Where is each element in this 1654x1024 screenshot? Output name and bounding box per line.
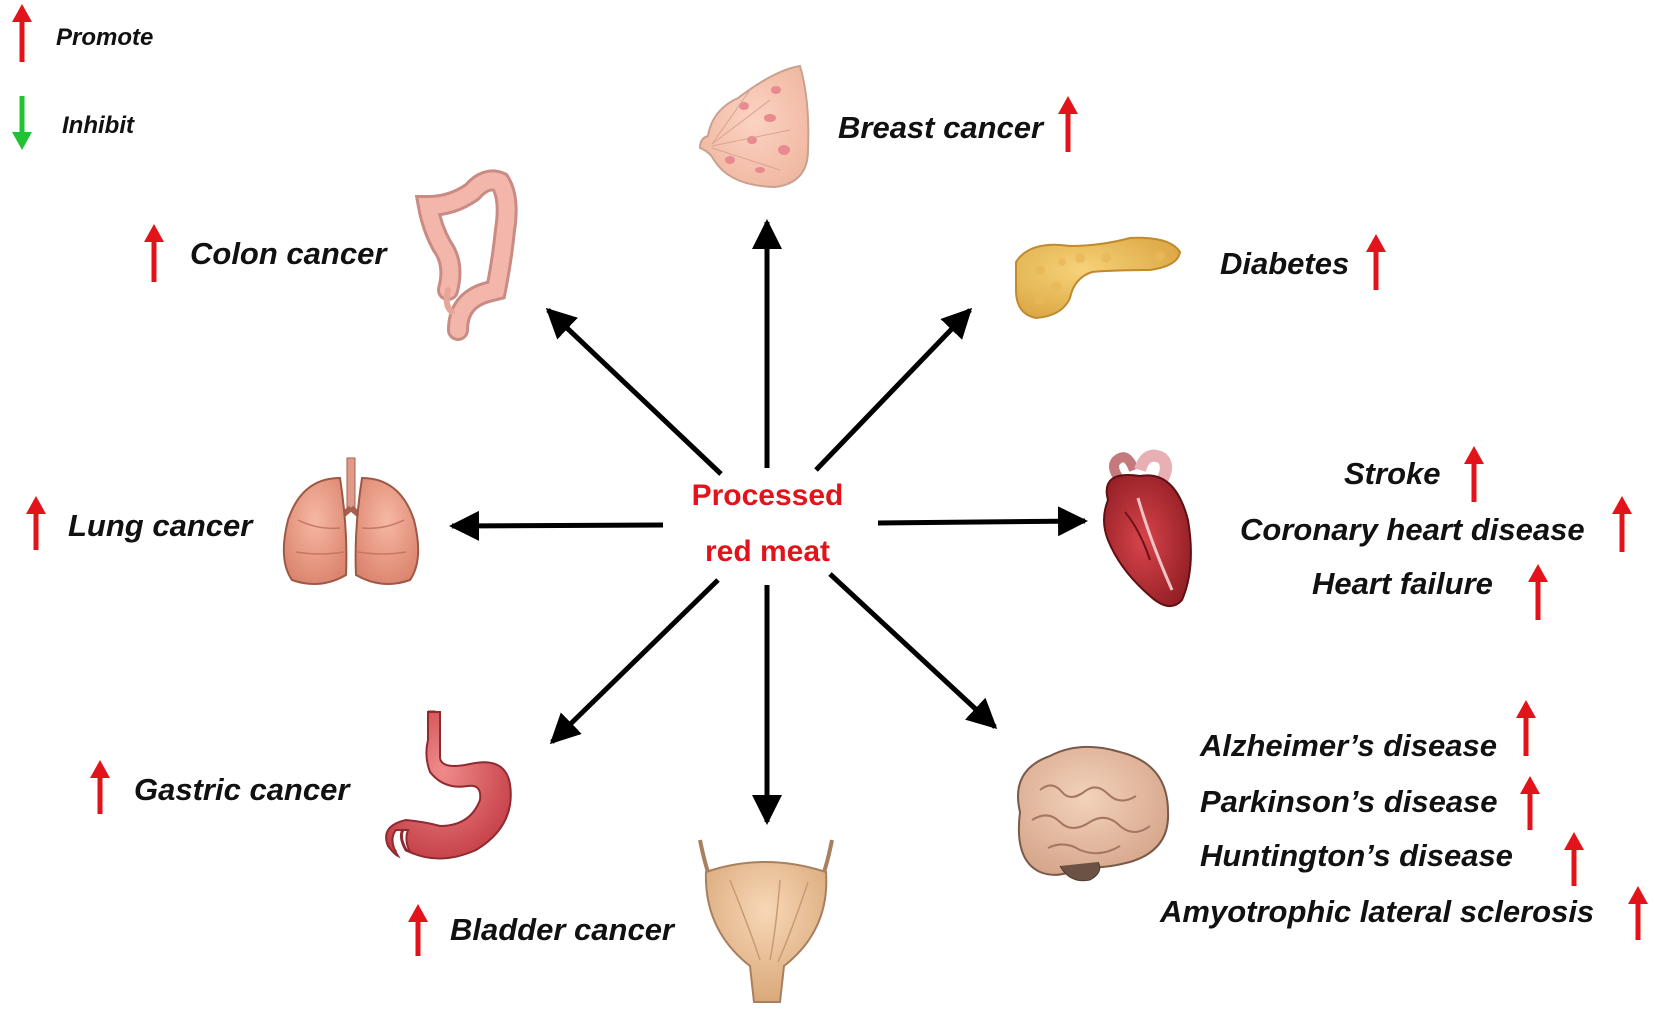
colon-icon [414,169,518,341]
center-label-line2: red meat [704,535,831,568]
stroke-up-arrow-icon [1464,446,1484,502]
legend-promote-label: Promote [56,24,154,51]
colon-up-arrow-icon [144,224,164,282]
breast-cancer-label: Breast cancer [838,110,1044,145]
als-label: Amyotrophic lateral sclerosis [1160,894,1595,929]
huntingtons-disease-label: Huntington’s disease [1200,838,1513,873]
arrow-to-stomach [549,578,720,745]
alz-up-arrow-icon [1516,700,1536,756]
breast-up-arrow-icon [1058,96,1078,152]
effect-arrows [449,219,1088,825]
legend-inhibit-arrow-icon [12,96,32,150]
gastric-cancer-label: Gastric cancer [134,772,350,807]
breast-icon [698,64,810,189]
lung-cancer-label: Lung cancer [68,508,253,543]
heart-failure-label: Heart failure [1312,566,1493,601]
coronary-heart-disease-label: Coronary heart disease [1240,512,1585,547]
lungs-icon [282,457,420,585]
arrow-to-brain [828,572,998,730]
arrow-to-heart [877,506,1088,537]
chd-up-arrow-icon [1612,496,1632,552]
stomach-icon [385,710,512,860]
als-up-arrow-icon [1628,886,1648,940]
lung-up-arrow-icon [26,496,46,550]
pancreas-icon [1015,236,1182,320]
promote-markers [26,96,1648,956]
colon-cancer-label: Colon cancer [190,236,387,271]
diabetes-up-arrow-icon [1366,234,1386,290]
hunt-up-arrow-icon [1564,832,1584,886]
bladder-cancer-label: Bladder cancer [450,912,674,947]
bladder-up-arrow-icon [408,904,428,956]
hf-up-arrow-icon [1528,564,1548,620]
arrow-to-colon [545,307,723,476]
gastric-up-arrow-icon [90,760,110,814]
stroke-label: Stroke [1344,456,1441,491]
bladder-icon [698,839,834,1003]
parkinsons-disease-label: Parkinson’s disease [1200,784,1498,819]
brain-icon [1017,745,1170,882]
arrow-to-lungs [449,510,664,541]
legend [12,4,32,150]
park-up-arrow-icon [1520,776,1540,830]
legend-inhibit-label: Inhibit [62,112,134,139]
alzheimers-disease-label: Alzheimer’s disease [1200,728,1497,763]
heart-icon [1103,449,1192,607]
diabetes-label: Diabetes [1220,246,1350,281]
arrow-to-pancreas [814,307,973,472]
center-label-line1: Processed [691,479,844,512]
legend-promote-arrow-icon [12,4,32,62]
